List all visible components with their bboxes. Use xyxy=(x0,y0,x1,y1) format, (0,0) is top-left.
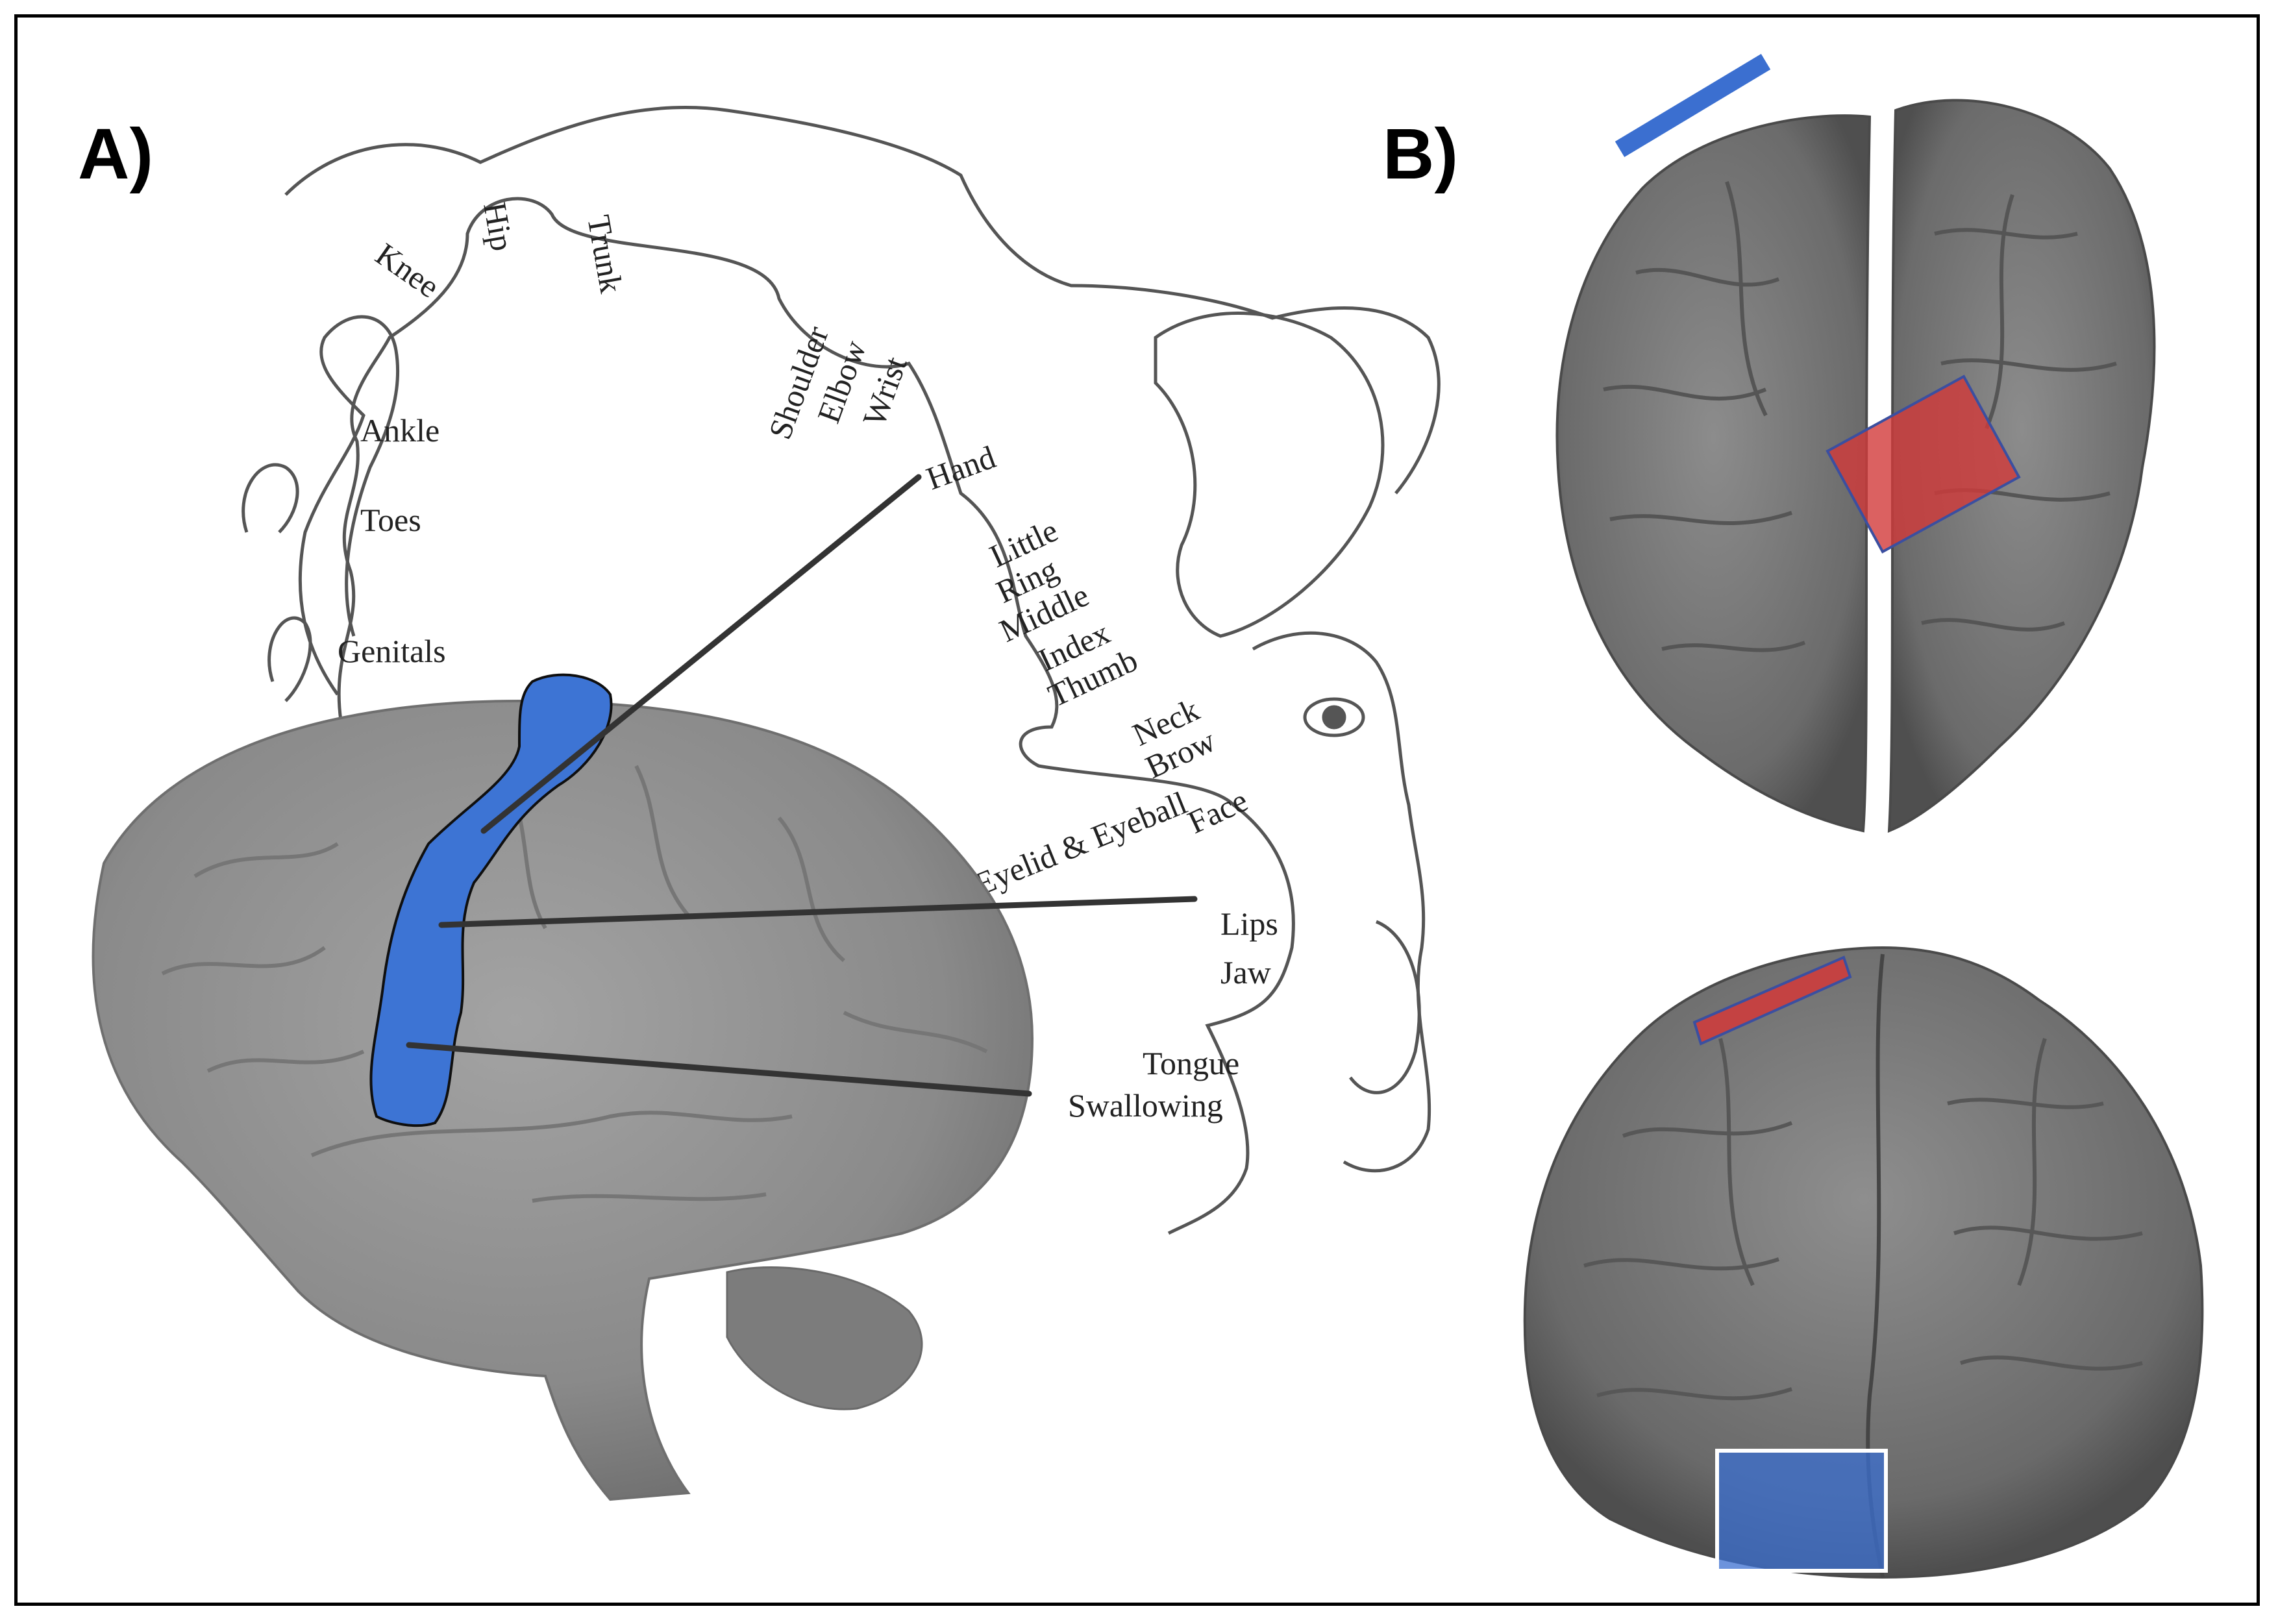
left-hemisphere-top xyxy=(1555,114,1872,833)
blue-marker-bar xyxy=(1615,53,1771,158)
homunculus-drawing xyxy=(241,106,1441,1235)
label-genitals: Genitals xyxy=(338,633,446,669)
label-jaw: Jaw xyxy=(1220,954,1271,990)
leader-line-hand xyxy=(480,474,922,834)
lateral-brain xyxy=(92,673,1034,1501)
label-lips: Lips xyxy=(1220,905,1278,942)
lateral-brain-sulci xyxy=(161,765,988,1203)
label-hand: Hand xyxy=(922,439,1000,497)
blue-reference-region xyxy=(1715,1449,1888,1573)
panel-b: B) xyxy=(1383,53,2204,1579)
cortex-outline xyxy=(337,197,1295,1235)
homunculus-face-outline xyxy=(1252,631,1431,1173)
red-target-region-back xyxy=(1692,955,1852,1046)
homunculus-genitals-outline xyxy=(267,616,312,702)
lateral-brain-shape xyxy=(92,699,1034,1501)
label-knee: Knee xyxy=(369,236,447,304)
label-toes: Toes xyxy=(360,502,421,538)
top-view-brain xyxy=(1555,99,2156,833)
homunculus-pupil xyxy=(1322,705,1346,730)
label-trunk: Trunk xyxy=(580,212,630,295)
leader-line-lips xyxy=(438,896,1198,928)
red-target-region-top xyxy=(1826,375,2021,554)
label-face: Face xyxy=(1182,781,1253,841)
label-eyelid-eyeball: Eyelid & Eyeball xyxy=(969,784,1192,902)
homunculus-mouth-outline xyxy=(1349,920,1421,1094)
label-hip: Hip xyxy=(477,199,521,254)
panel-a-label: A) xyxy=(78,114,153,194)
leader-lines xyxy=(406,474,1198,1097)
homunculus-hand-outline xyxy=(1154,312,1385,638)
label-tongue: Tongue xyxy=(1143,1045,1239,1081)
figure-frame xyxy=(14,14,2260,1606)
homunculus-foot-outline xyxy=(241,463,299,534)
homunculus-torso-arm-outline xyxy=(284,106,1441,495)
label-ankle: Ankle xyxy=(360,412,440,449)
label-swallowing: Swallowing xyxy=(1068,1087,1223,1124)
panel-a: A) Hip Trunk Knee Ankle Toes Genitals Sh… xyxy=(78,106,1441,1501)
homunculus-leg-outline xyxy=(298,315,400,696)
homunculus-eye xyxy=(1303,697,1365,737)
cerebellum xyxy=(726,1266,923,1410)
motor-cortex-highlight xyxy=(369,673,613,1127)
back-view-brain xyxy=(1523,946,2204,1579)
right-hemisphere-top xyxy=(1887,99,2156,833)
leader-line-tongue xyxy=(406,1042,1032,1097)
panel-b-label: B) xyxy=(1383,114,1458,194)
back-view-sulci xyxy=(1583,1038,2143,1401)
